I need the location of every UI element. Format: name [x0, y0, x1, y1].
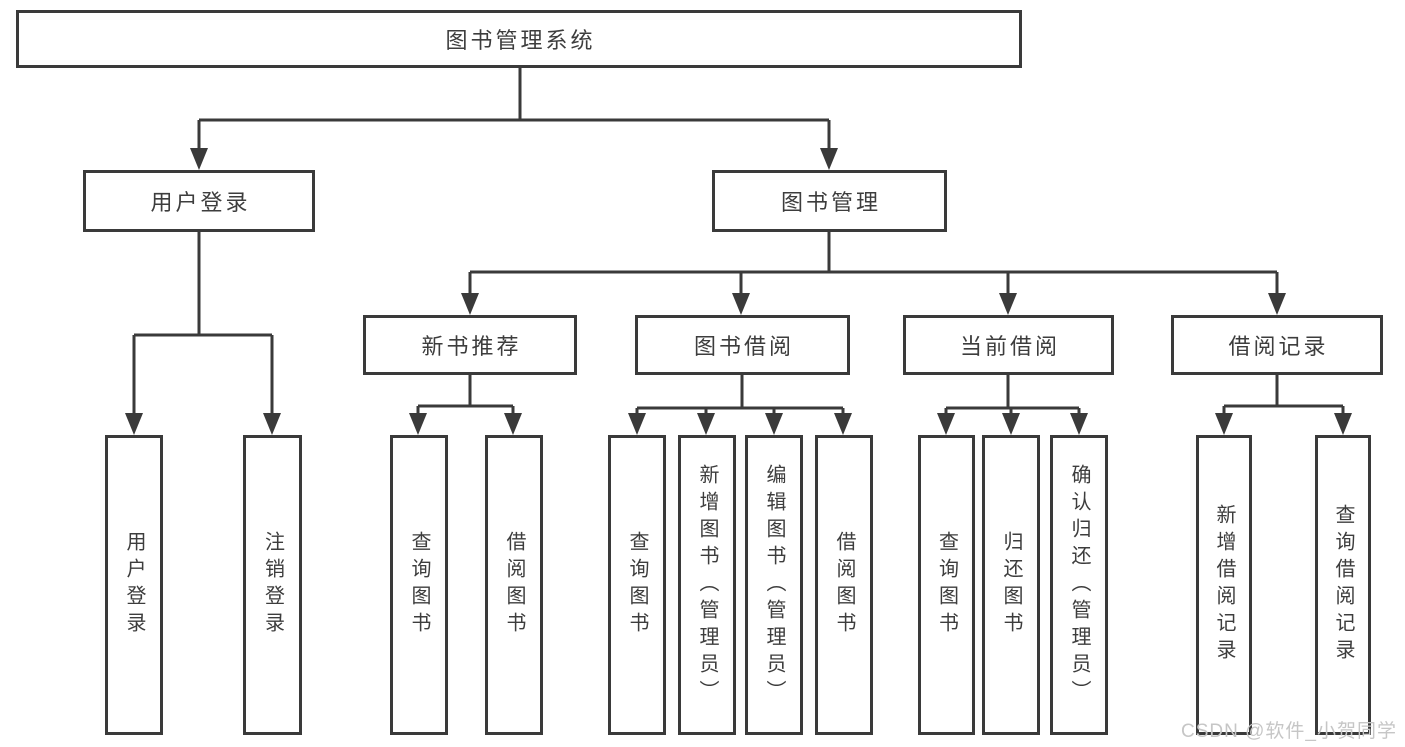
node-current-borrow: 当前借阅	[903, 315, 1114, 375]
node-root: 图书管理系统	[16, 10, 1022, 68]
csdn-watermark: CSDN @软件_小贺同学	[1181, 721, 1397, 742]
leaf-current-query-book: 查询图书	[918, 435, 975, 735]
leaf-current-return-book: 归还图书	[982, 435, 1040, 735]
node-user-login: 用户登录	[83, 170, 315, 232]
leaf-logout: 注销登录	[243, 435, 302, 735]
node-borrow-records: 借阅记录	[1171, 315, 1383, 375]
leaf-borrow-borrow-book: 借阅图书	[815, 435, 873, 735]
leaf-borrow-query-book: 查询图书	[608, 435, 666, 735]
node-new-book-recommend: 新书推荐	[363, 315, 577, 375]
leaf-recommend-query-book: 查询图书	[390, 435, 448, 735]
leaf-records-add-record: 新增借阅记录	[1196, 435, 1252, 735]
leaf-borrow-add-book-admin: 新增图书（管理员）	[678, 435, 736, 735]
leaf-borrow-edit-book-admin: 编辑图书（管理员）	[745, 435, 803, 735]
leaf-recommend-borrow-book: 借阅图书	[485, 435, 543, 735]
node-book-management: 图书管理	[712, 170, 947, 232]
node-book-borrow: 图书借阅	[635, 315, 850, 375]
leaf-user-login: 用户登录	[105, 435, 163, 735]
leaf-records-query-record: 查询借阅记录	[1315, 435, 1371, 735]
leaf-current-confirm-return-admin: 确认归还（管理员）	[1050, 435, 1108, 735]
